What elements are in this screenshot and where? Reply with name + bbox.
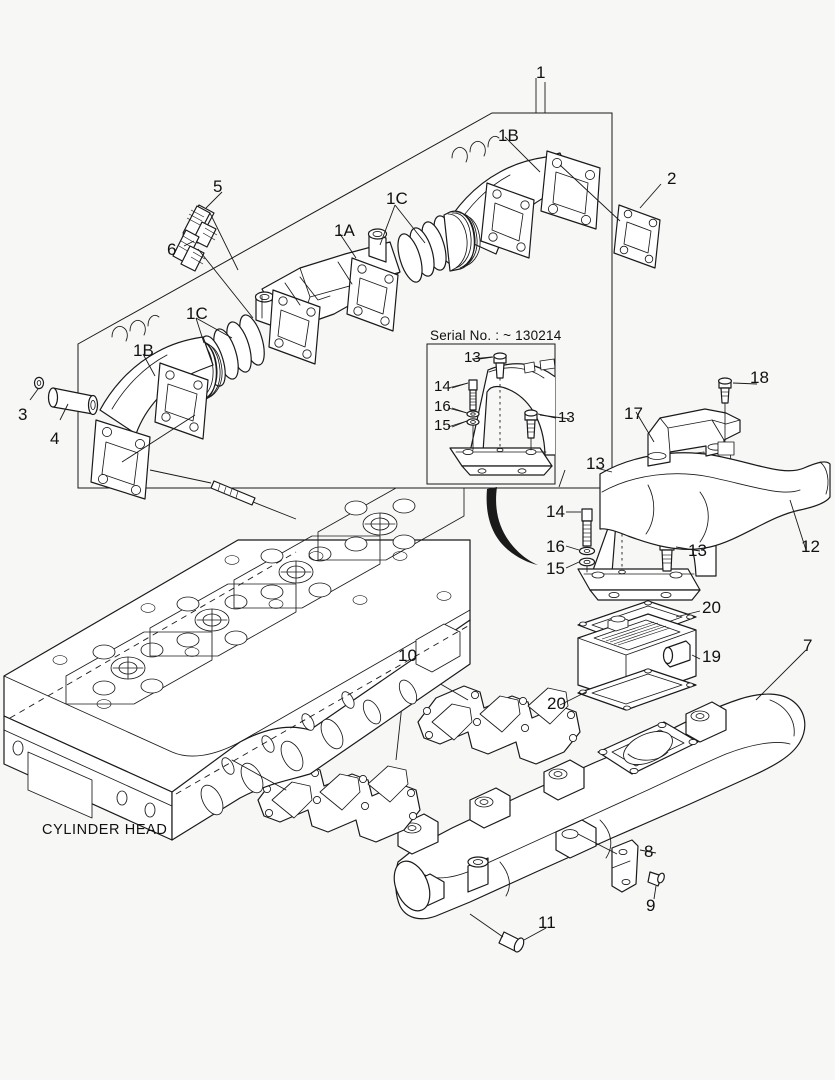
callout-16: 16 <box>546 537 565 556</box>
callout-16-inset: 16 <box>434 398 451 415</box>
callout-14-inset: 14 <box>434 378 451 395</box>
callout-13-elbow-lower: 13 <box>688 541 707 560</box>
callout-1c-lower: 1C <box>186 304 208 323</box>
bolt-18 <box>717 377 735 456</box>
callout-3: 3 <box>18 405 28 424</box>
callout-13-inset-top: 13 <box>464 349 481 366</box>
exhaust-manifold-front-branch <box>90 315 214 500</box>
callout-14: 14 <box>546 502 565 521</box>
callout-7: 7 <box>803 636 813 655</box>
exhaust-manifold-rear-branch <box>397 136 601 283</box>
callout-15-inset: 15 <box>434 417 451 434</box>
callout-6: 6 <box>167 240 177 259</box>
callout-1b-rear: 1B <box>498 126 519 145</box>
callout-5: 5 <box>213 177 223 196</box>
air-intake-hose-12 <box>599 452 831 550</box>
callout-1c-upper: 1C <box>386 189 408 208</box>
manifold-gasket-set-10 <box>257 685 581 843</box>
callout-19: 19 <box>702 647 721 666</box>
callout-1: 1 <box>536 63 546 82</box>
callout-10: 10 <box>398 646 417 665</box>
sleeve-4 <box>47 387 99 416</box>
callout-12: 12 <box>801 537 820 556</box>
callout-13-inset-right: 13 <box>558 409 575 426</box>
leader-lines-group1 <box>29 136 662 463</box>
exhaust-manifold-gasket-2 <box>613 204 661 269</box>
leader-8-to-manifold <box>577 833 618 855</box>
bolt-11 <box>469 913 525 953</box>
cylinder-head-label: CYLINDER HEAD <box>42 822 168 838</box>
long-stud-to-head <box>149 469 297 520</box>
callout-1a: 1A <box>334 221 355 240</box>
callout-2: 2 <box>667 169 677 188</box>
callout-17: 17 <box>624 404 643 423</box>
head-side-ports <box>200 623 461 816</box>
stud-bolt-5 <box>182 204 218 248</box>
seal-rings-upper <box>397 210 481 283</box>
callout-20-upper: 20 <box>702 598 721 617</box>
exhaust-manifold-center <box>254 228 401 365</box>
head-bolt-holes <box>52 551 452 709</box>
callout-20-lower: 20 <box>547 694 566 713</box>
assembly-group-box <box>77 78 613 489</box>
intake-air-heater-19 <box>577 600 697 711</box>
callout-15: 15 <box>546 559 565 578</box>
serial-note: Serial No. : ~ 130214 <box>430 328 562 343</box>
bolt-9 <box>647 871 665 887</box>
bracket-stay-8 <box>611 839 639 893</box>
callout-4: 4 <box>50 429 60 448</box>
inset-pointer-arrow <box>486 487 538 565</box>
intake-manifold-7 <box>393 693 806 920</box>
callout-18: 18 <box>750 368 769 387</box>
callout-1b-front: 1B <box>133 341 154 360</box>
serial-variant-inset <box>426 343 557 485</box>
manifold-mount-bosses <box>397 701 727 911</box>
callout-9: 9 <box>646 896 656 915</box>
washer-3 <box>33 376 45 390</box>
callout-11: 11 <box>538 913 556 932</box>
callout-13-elbow-top: 13 <box>586 454 605 473</box>
callout-8: 8 <box>644 842 654 861</box>
head-deck-valve-groups <box>65 487 465 705</box>
cylinder-head <box>3 487 471 841</box>
